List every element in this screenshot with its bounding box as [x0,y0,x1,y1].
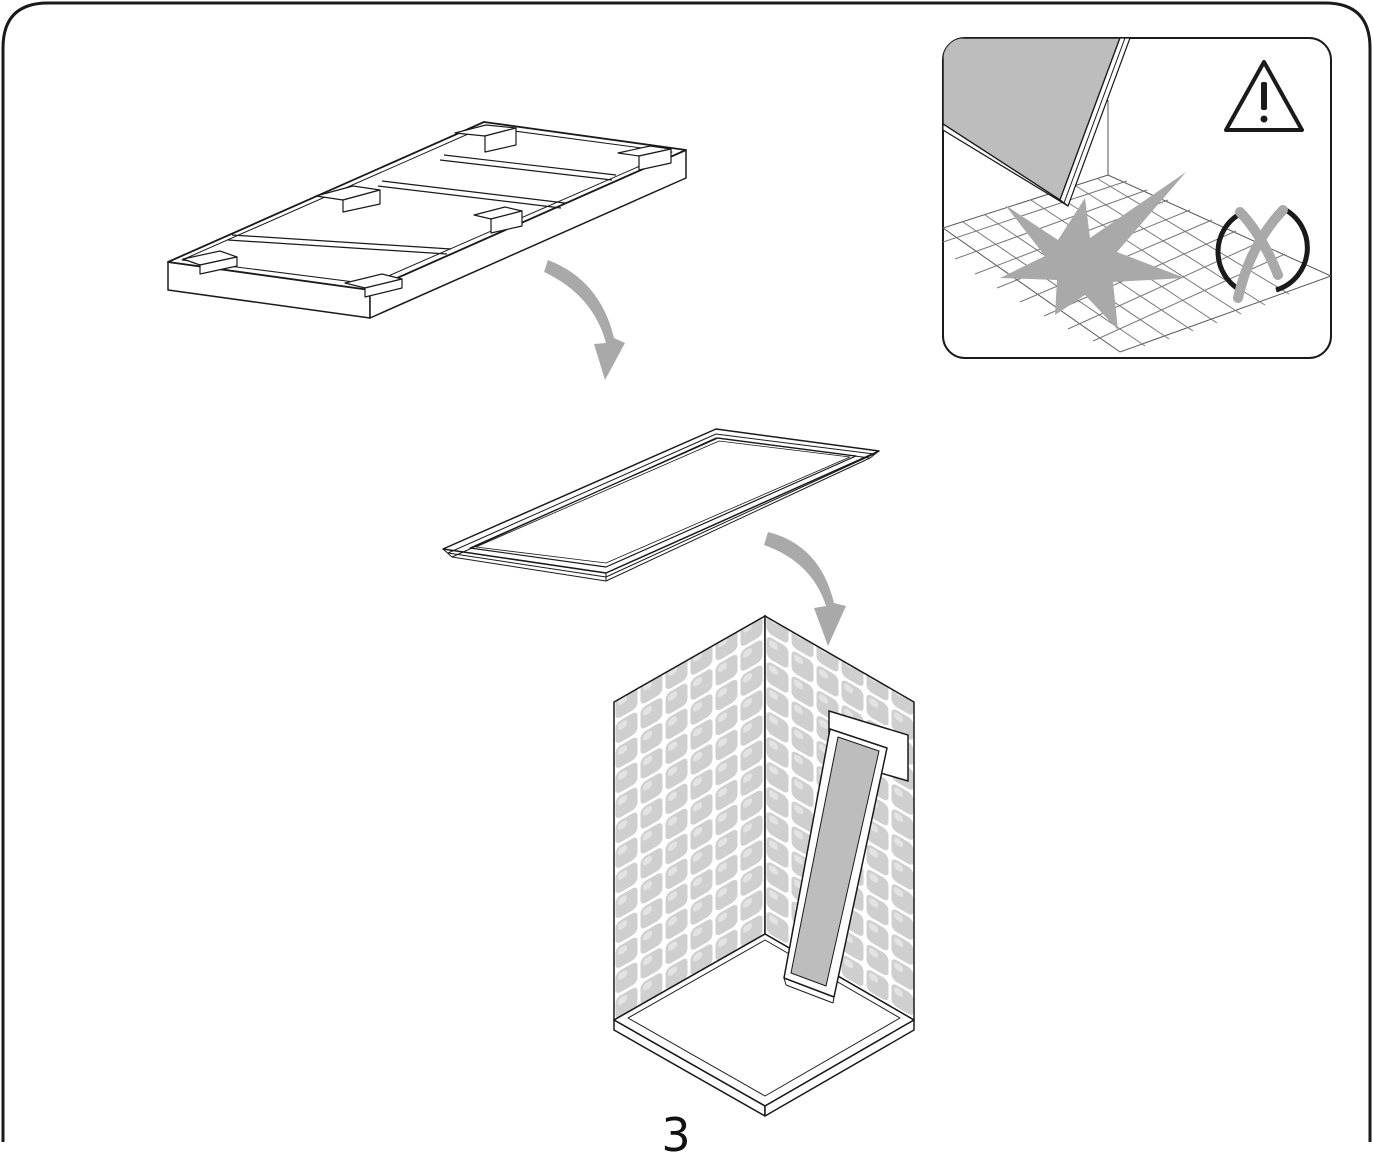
arrow-down-icon [764,532,846,646]
warning-triangle-icon [1224,60,1304,132]
shower-corner [613,614,915,1117]
packaging-box [167,121,687,319]
prohibited-cross-icon [1215,205,1310,303]
foam-block [182,124,672,298]
page-number: 3 [661,1108,691,1162]
glass-panel [442,428,880,582]
impact-burst-icon [1000,172,1186,330]
leaning-glass-panel [783,728,888,1004]
arrow-down-icon [544,260,625,380]
falling-glass-panel [943,38,1131,207]
warning-inset [942,37,1332,359]
